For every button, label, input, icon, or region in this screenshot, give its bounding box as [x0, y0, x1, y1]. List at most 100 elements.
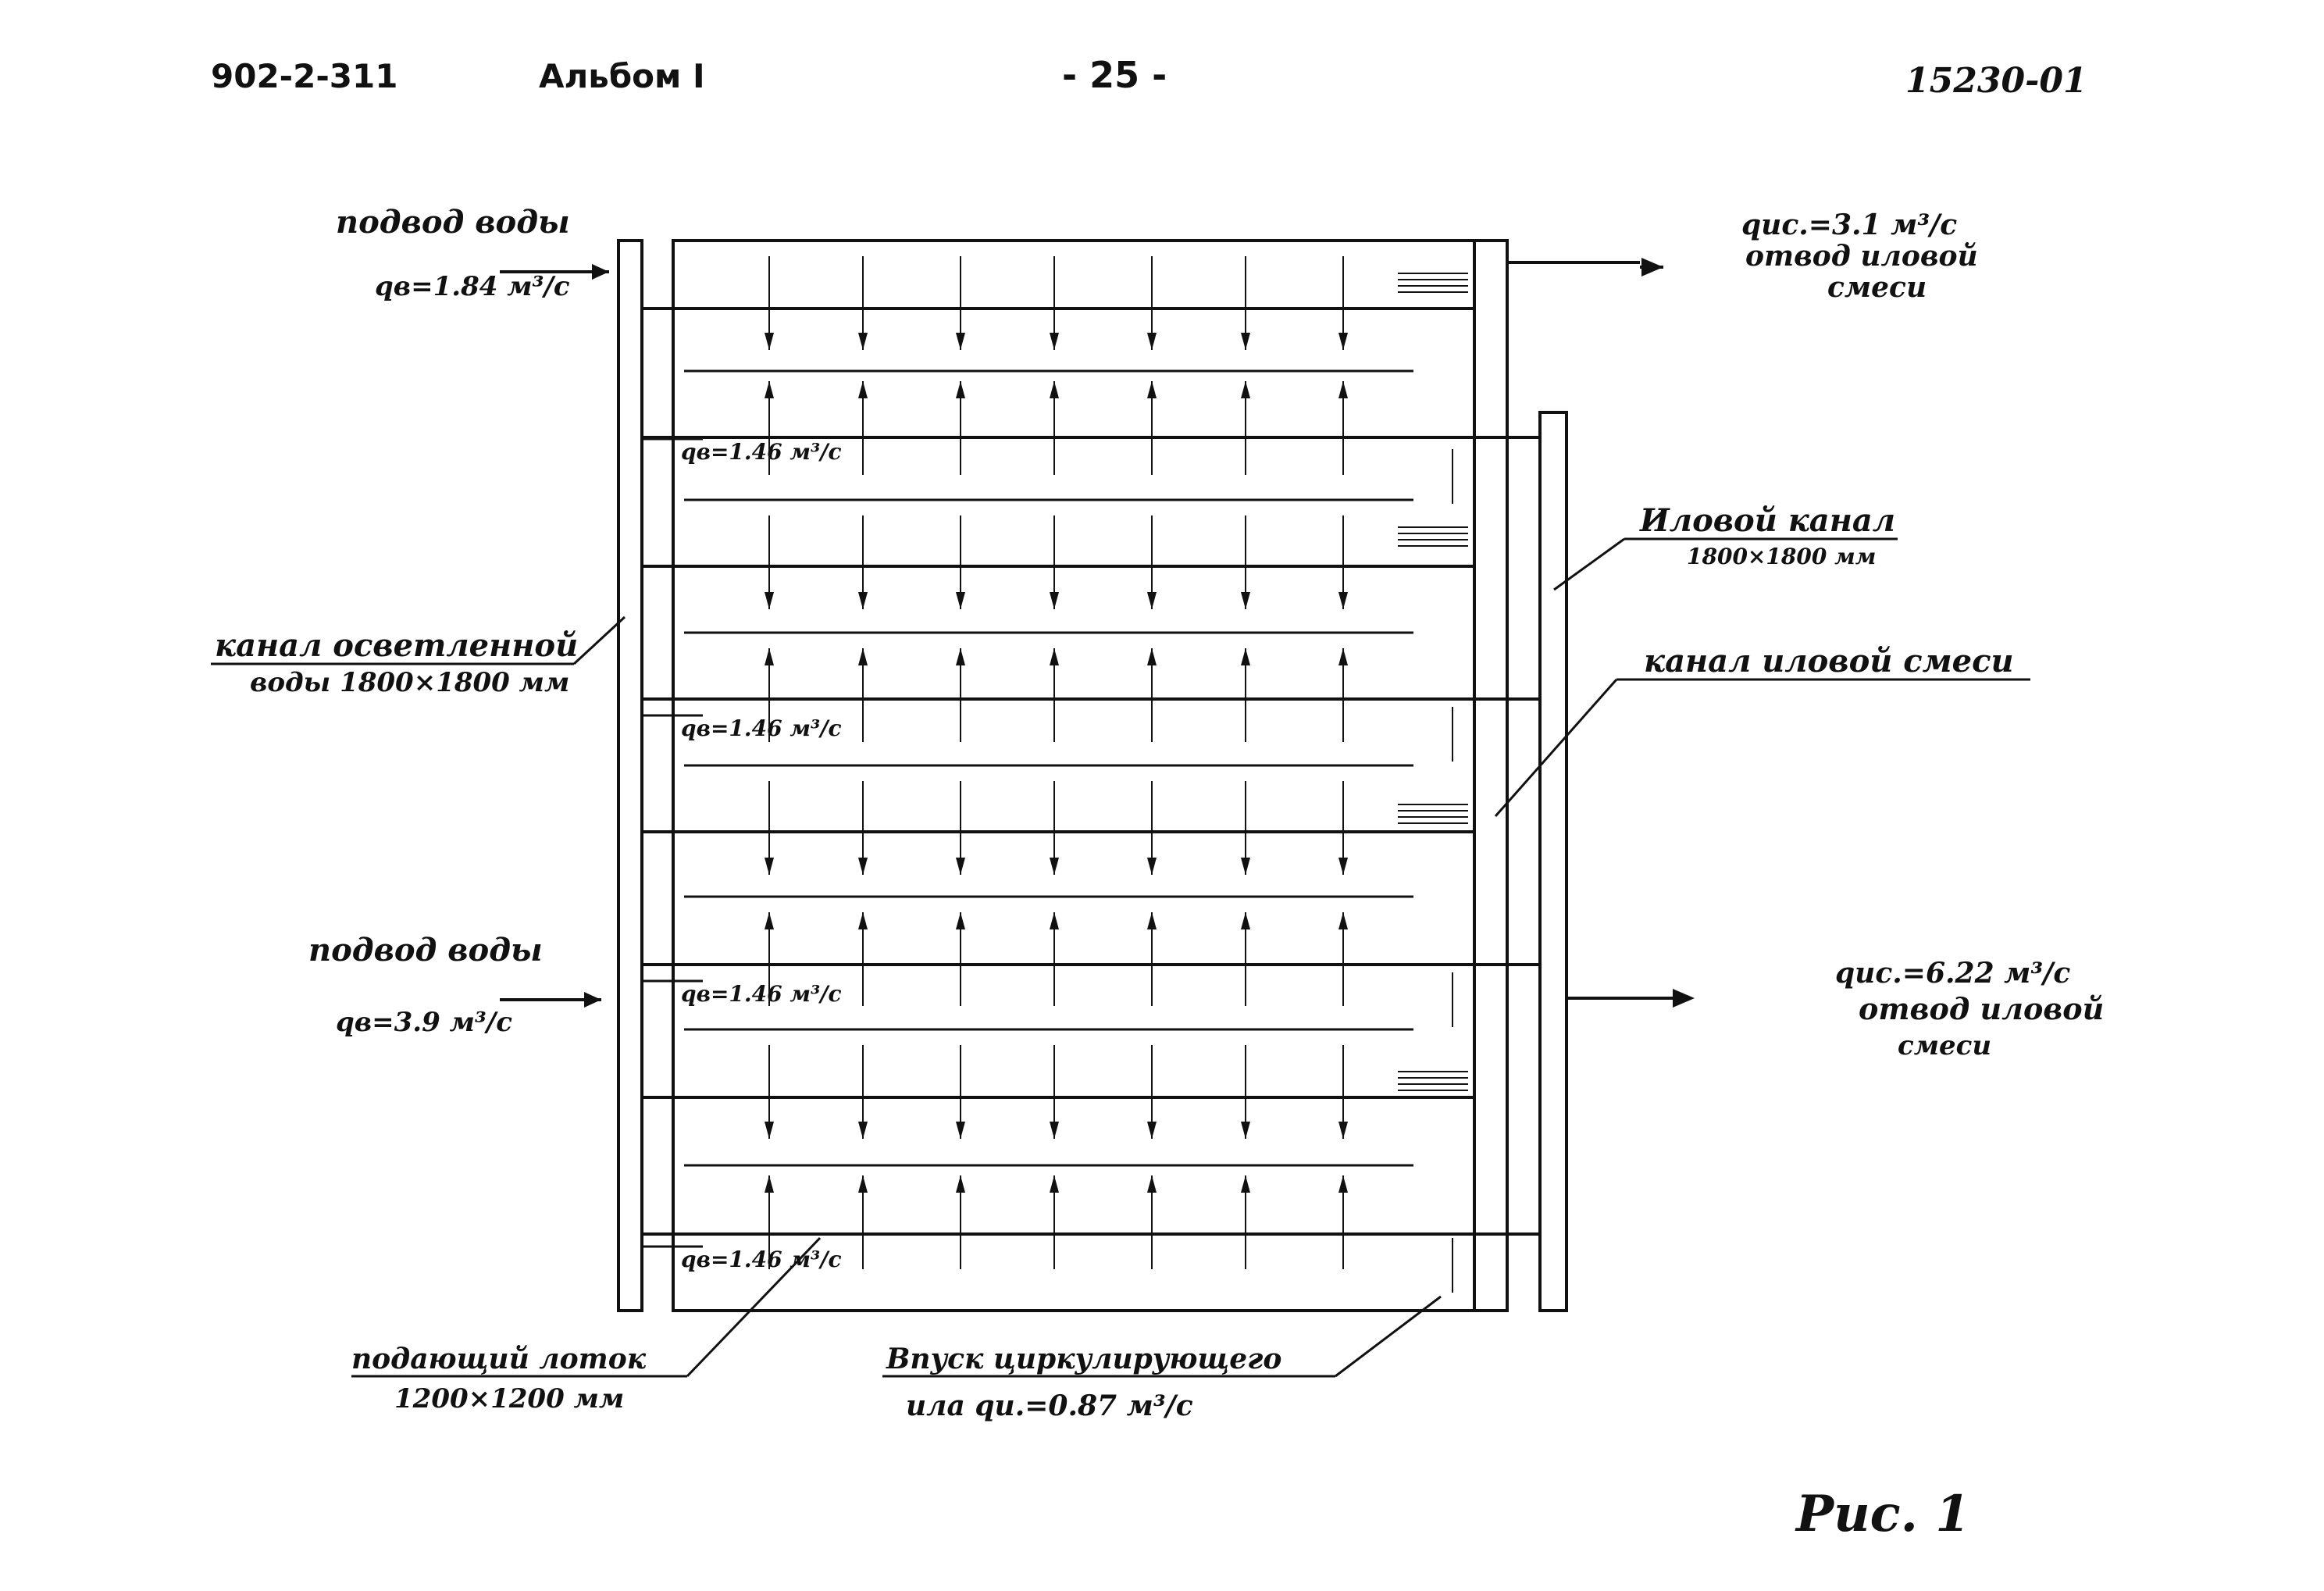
- flow-arrowhead: [1338, 333, 1348, 350]
- flow-arrowhead: [1338, 648, 1348, 665]
- flow-arrowhead: [1338, 858, 1348, 875]
- clarified-water-size: воды 1800×1800 мм: [250, 667, 569, 698]
- flow-arrowhead: [1147, 1122, 1157, 1139]
- sludge-channel-label: Иловой канал: [1639, 502, 1895, 539]
- circulating-sludge-label: Впуск циркулирующего: [886, 1343, 1281, 1375]
- flow-arrowhead: [1338, 592, 1348, 609]
- flow-arrowhead: [1050, 648, 1059, 665]
- tank-structure: [617, 239, 1656, 1312]
- flow-arrowhead: [858, 333, 868, 350]
- flow-arrowhead: [956, 381, 965, 398]
- flow-arrowhead: [765, 1175, 774, 1193]
- flow-arrowhead: [1241, 333, 1250, 350]
- section-flow-label: qв=1.46 м³/с: [681, 715, 842, 741]
- outlet-bottom-arrowhead: [1673, 989, 1695, 1008]
- flow-arrowhead: [765, 858, 774, 875]
- inlet-top: подвод воды qв=1.84 м³/с: [336, 204, 609, 302]
- flow-arrowhead: [858, 592, 868, 609]
- flow-arrowhead: [1338, 1122, 1348, 1139]
- flow-arrowhead: [1050, 1122, 1059, 1139]
- flow-arrowhead: [956, 592, 965, 609]
- outlet-bottom-flow: qис.=6.22 м³/с: [1835, 957, 2070, 990]
- tank-body: [672, 239, 1476, 1312]
- clarified-water-callout: канал осветленной воды 1800×1800 мм: [211, 615, 626, 698]
- inlet-bottom-title: подвод воды: [308, 932, 543, 969]
- tank-partitions: [642, 307, 1540, 1236]
- flow-arrowhead: [1338, 381, 1348, 398]
- flow-arrowhead: [1147, 333, 1157, 350]
- flow-arrowhead: [765, 333, 774, 350]
- inlet-top-title: подвод воды: [336, 204, 570, 241]
- sludge-channel: [1538, 411, 1568, 1312]
- flow-arrowhead: [1147, 592, 1157, 609]
- flow-arrowhead: [1147, 858, 1157, 875]
- outlet-bottom-line2: смеси: [1898, 1030, 1991, 1061]
- inlet-top-arrowhead: [592, 264, 609, 280]
- flow-arrowhead: [956, 858, 965, 875]
- sludge-channel-callout: Иловой канал 1800×1800 мм: [1553, 502, 1898, 591]
- flow-arrowhead: [1050, 1175, 1059, 1193]
- flow-arrowhead: [956, 333, 965, 350]
- flow-arrowhead: [765, 912, 774, 929]
- flow-arrowhead: [1050, 592, 1059, 609]
- flow-arrowhead: [1050, 912, 1059, 929]
- flow-arrowhead: [1050, 858, 1059, 875]
- flow-arrowhead: [1241, 1122, 1250, 1139]
- inlet-bottom-arrowhead: [584, 992, 601, 1008]
- flow-arrowhead: [858, 1122, 868, 1139]
- flow-arrowhead: [956, 1122, 965, 1139]
- flow-arrowhead: [1241, 648, 1250, 665]
- flow-arrowhead: [1241, 858, 1250, 875]
- flow-arrowhead: [956, 648, 965, 665]
- flow-arrows: qв=1.46 м³/с qв=1.46 м³/с qв=1.46 м³/с qв=1…: [640, 256, 1468, 1293]
- sludge-channel-size: 1800×1800 мм: [1687, 544, 1876, 569]
- sludge-mixture-channel: [1473, 239, 1509, 1312]
- section-flow-label: qв=1.46 м³/с: [681, 439, 842, 465]
- flow-arrowhead: [956, 1175, 965, 1193]
- flow-arrowhead: [858, 858, 868, 875]
- circulating-sludge-flow: ила qи.=0.87 м³/с: [906, 1389, 1193, 1422]
- section-flow-label: qв=1.46 м³/с: [681, 1247, 842, 1272]
- outlet-bottom: qис.=6.22 м³/с отвод иловой смеси: [1656, 957, 2104, 1061]
- doc-code: 902-2-311: [211, 57, 397, 95]
- flow-arrowhead: [765, 648, 774, 665]
- inlet-bottom: подвод воды qв=3.9 м³/с: [308, 932, 601, 1038]
- flow-arrowhead: [765, 381, 774, 398]
- flow-arrowhead: [1241, 1175, 1250, 1193]
- flow-arrowhead: [1147, 1175, 1157, 1193]
- flow-arrowhead: [1241, 381, 1250, 398]
- circulating-sludge-callout: Впуск циркулирующего ила qи.=0.87 м³/с: [882, 1295, 1442, 1422]
- flow-arrowhead: [858, 1175, 868, 1193]
- flow-arrowhead: [765, 1122, 774, 1139]
- flow-arrowhead: [765, 592, 774, 609]
- flow-arrowhead: [1338, 1175, 1348, 1193]
- flow-arrowhead: [1147, 381, 1157, 398]
- feed-tray-callout: подающий лоток 1200×1200 мм: [351, 1236, 822, 1414]
- outlet-top-flow: qис.=3.1 м³/с: [1741, 209, 1957, 241]
- flow-arrowhead: [1147, 912, 1157, 929]
- flow-arrowhead: [1241, 592, 1250, 609]
- flow-arrowhead: [1338, 912, 1348, 929]
- page-number: - 25 -: [1062, 54, 1167, 96]
- album-label: Альбом I: [539, 57, 705, 95]
- clarified-water-channel: [617, 239, 643, 1312]
- flow-arrowhead: [858, 912, 868, 929]
- figure-caption: Рис. 1: [1795, 1485, 1970, 1543]
- flow-arrowhead: [1050, 381, 1059, 398]
- flow-arrowhead: [858, 648, 868, 665]
- inlet-top-flow: qв=1.84 м³/с: [375, 271, 570, 302]
- feed-tray-label: подающий лоток: [351, 1343, 647, 1375]
- section-flow-label: qв=1.46 м³/с: [681, 981, 842, 1007]
- flow-arrowhead: [956, 912, 965, 929]
- flow-arrowhead: [858, 381, 868, 398]
- flow-arrowhead: [1050, 333, 1059, 350]
- feed-tray-size: 1200×1200 мм: [394, 1383, 624, 1414]
- sheet-code: 15230-01: [1905, 61, 2087, 101]
- flow-arrowhead: [1241, 912, 1250, 929]
- inlet-bottom-flow: qв=3.9 м³/с: [336, 1007, 512, 1038]
- outlet-bottom-line1: отвод иловой: [1859, 991, 2104, 1026]
- clarified-water-label: канал осветленной: [215, 627, 578, 664]
- mix-channel-callout: канал иловой смеси: [1494, 643, 2030, 817]
- outlet-top-line1: отвод иловой: [1745, 240, 1978, 273]
